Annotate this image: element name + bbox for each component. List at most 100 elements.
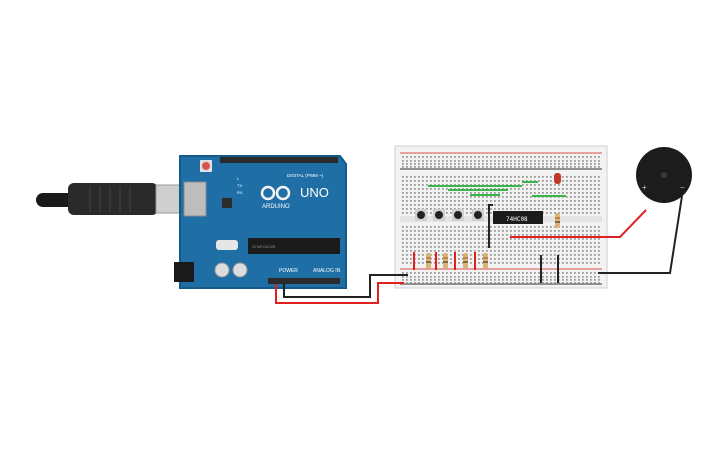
breadboard-hole bbox=[582, 200, 584, 202]
breadboard-hole bbox=[486, 188, 488, 190]
breadboard-hole bbox=[490, 272, 492, 274]
breadboard-hole bbox=[430, 188, 432, 190]
breadboard-hole bbox=[554, 212, 556, 214]
breadboard-hole bbox=[486, 242, 488, 244]
breadboard-hole bbox=[526, 163, 528, 165]
breadboard-hole bbox=[578, 188, 580, 190]
resistor[interactable] bbox=[443, 253, 448, 269]
resistor[interactable] bbox=[426, 253, 431, 269]
power-wires[interactable] bbox=[275, 195, 683, 304]
power-analog-header[interactable] bbox=[268, 278, 340, 284]
breadboard-hole bbox=[438, 282, 440, 284]
breadboard-hole bbox=[586, 230, 588, 232]
breadboard-hole bbox=[598, 262, 600, 264]
breadboard-hole bbox=[522, 242, 524, 244]
breadboard-hole bbox=[566, 246, 568, 248]
breadboard-hole bbox=[482, 279, 484, 281]
logic-chip[interactable]: 74HC08 bbox=[493, 211, 543, 224]
breadboard-hole bbox=[590, 160, 592, 162]
breadboard-hole bbox=[546, 258, 548, 260]
breadboard-hole bbox=[490, 254, 492, 256]
breadboard-hole bbox=[498, 254, 500, 256]
power-jack bbox=[174, 262, 194, 282]
breadboard-hole bbox=[530, 250, 532, 252]
resistor[interactable] bbox=[463, 253, 468, 269]
signal-wire[interactable] bbox=[488, 204, 493, 248]
breadboard-hole bbox=[430, 234, 432, 236]
push-button[interactable] bbox=[472, 209, 484, 221]
breadboard-hole bbox=[426, 166, 428, 168]
breadboard-hole bbox=[562, 282, 564, 284]
breadboard-hole bbox=[558, 208, 560, 210]
breadboard-hole bbox=[446, 163, 448, 165]
breadboard-hole bbox=[526, 272, 528, 274]
breadboard-hole bbox=[458, 192, 460, 194]
breadboard-hole bbox=[466, 192, 468, 194]
breadboard-hole bbox=[466, 230, 468, 232]
breadboard-hole bbox=[490, 276, 492, 278]
breadboard-hole bbox=[534, 234, 536, 236]
breadboard-hole bbox=[494, 163, 496, 165]
breadboard-hole bbox=[410, 258, 412, 260]
breadboard-hole bbox=[414, 176, 416, 178]
breadboard-hole bbox=[426, 204, 428, 206]
breadboard-hole bbox=[550, 176, 552, 178]
breadboard-hole bbox=[458, 250, 460, 252]
breadboard-hole bbox=[414, 180, 416, 182]
breadboard-hole bbox=[474, 238, 476, 240]
breadboard-hole bbox=[594, 160, 596, 162]
breadboard-hole bbox=[410, 188, 412, 190]
gnd-wire[interactable] bbox=[283, 274, 408, 298]
breadboard-hole bbox=[578, 238, 580, 240]
chip-part-number: 74HC08 bbox=[506, 216, 528, 223]
breadboard-hole bbox=[406, 262, 408, 264]
buzzer-negative-wire[interactable] bbox=[598, 195, 683, 274]
black-jumpers[interactable] bbox=[540, 255, 559, 283]
breadboard-hole bbox=[594, 254, 596, 256]
push-button[interactable] bbox=[433, 209, 445, 221]
breadboard-hole bbox=[546, 160, 548, 162]
digital-header[interactable] bbox=[220, 157, 338, 163]
breadboard-hole bbox=[442, 192, 444, 194]
breadboard-hole bbox=[458, 200, 460, 202]
push-buttons[interactable] bbox=[415, 209, 484, 221]
green-wires[interactable] bbox=[428, 181, 566, 197]
arduino-uno-board[interactable]: ARDUINO UNO DIGITAL (PWM ~) POWER ANALOG… bbox=[174, 155, 347, 289]
breadboard-hole bbox=[530, 276, 532, 278]
5v-wire[interactable] bbox=[275, 282, 404, 304]
breadboard-hole bbox=[422, 246, 424, 248]
breadboard-hole bbox=[414, 212, 416, 214]
breadboard-hole bbox=[506, 192, 508, 194]
breadboard-hole bbox=[494, 272, 496, 274]
breadboard-hole bbox=[450, 234, 452, 236]
reset-button[interactable] bbox=[202, 162, 210, 170]
resistors[interactable] bbox=[426, 213, 560, 269]
red-jumpers[interactable] bbox=[413, 252, 476, 270]
breadboard-hole bbox=[534, 282, 536, 284]
capacitor-icon bbox=[232, 262, 248, 278]
breadboard-hole bbox=[466, 234, 468, 236]
buzzer-positive-wire[interactable] bbox=[510, 209, 647, 238]
led[interactable] bbox=[554, 173, 561, 184]
breadboard-hole bbox=[530, 258, 532, 260]
breadboard-hole bbox=[462, 272, 464, 274]
breadboard-hole bbox=[498, 160, 500, 162]
breadboard-hole bbox=[458, 230, 460, 232]
push-button[interactable] bbox=[415, 209, 427, 221]
breadboard-hole bbox=[478, 204, 480, 206]
usb-cable[interactable] bbox=[36, 183, 187, 215]
breadboard-hole bbox=[438, 184, 440, 186]
breadboard-hole bbox=[418, 176, 420, 178]
piezo-buzzer[interactable]: + − bbox=[636, 147, 692, 203]
resistor[interactable] bbox=[555, 213, 560, 228]
breadboard-hole bbox=[410, 262, 412, 264]
resistor[interactable] bbox=[483, 253, 488, 269]
breadboard-hole bbox=[586, 246, 588, 248]
breadboard-hole bbox=[534, 176, 536, 178]
breadboard-hole bbox=[562, 163, 564, 165]
push-button[interactable] bbox=[452, 209, 464, 221]
breadboard-hole bbox=[562, 180, 564, 182]
breadboard-hole bbox=[482, 166, 484, 168]
breadboard-hole bbox=[506, 250, 508, 252]
breadboard-hole bbox=[426, 156, 428, 158]
